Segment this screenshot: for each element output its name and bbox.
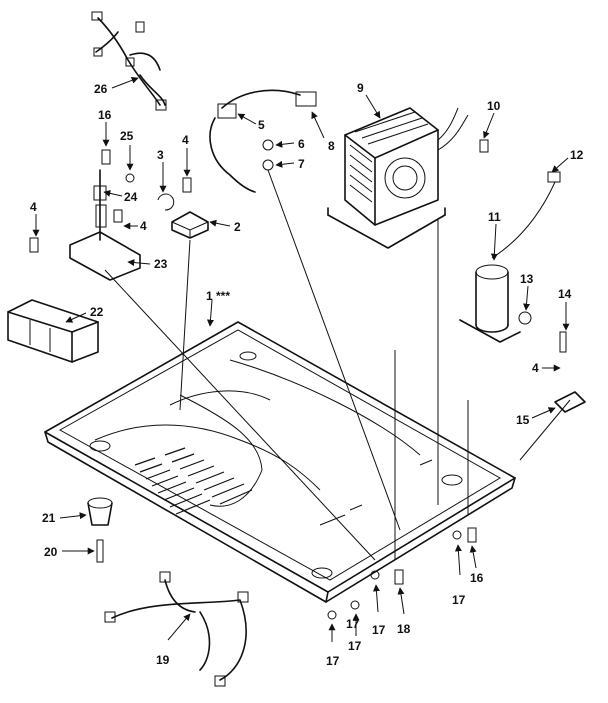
label-6: 6 bbox=[298, 137, 305, 151]
label-2: 2 bbox=[234, 220, 241, 234]
label-12: 12 bbox=[570, 148, 584, 162]
label-23: 23 bbox=[154, 257, 168, 271]
label-24: 24 bbox=[124, 190, 138, 204]
assembly-lines bbox=[104, 169, 571, 561]
label-21: 21 bbox=[42, 511, 56, 525]
base-plate bbox=[44, 321, 516, 603]
label-4a: 4 bbox=[182, 133, 189, 147]
relay-block bbox=[7, 299, 99, 363]
label-17e: 17 bbox=[346, 617, 360, 631]
label-16b: 16 bbox=[470, 571, 484, 585]
callout-arrows bbox=[32, 76, 570, 642]
thermal-switch bbox=[171, 211, 209, 239]
wire-harness-top bbox=[91, 11, 167, 111]
label-4b: 4 bbox=[140, 219, 147, 233]
label-18: 18 bbox=[397, 622, 411, 636]
label-17d: 17 bbox=[326, 654, 340, 668]
label-14: 14 bbox=[558, 287, 572, 301]
label-11: 11 bbox=[488, 210, 501, 224]
label-9: 9 bbox=[357, 81, 364, 95]
label-20: 20 bbox=[44, 545, 58, 559]
wire-harness-bottom bbox=[104, 571, 249, 687]
label-16a: 16 bbox=[98, 108, 112, 122]
switch-bracket bbox=[69, 169, 141, 281]
label-13: 13 bbox=[520, 272, 534, 286]
transformer bbox=[327, 107, 469, 249]
label-10: 10 bbox=[487, 99, 501, 113]
label-17b: 17 bbox=[372, 623, 386, 637]
label-15: 15 bbox=[516, 413, 530, 427]
screw-parts bbox=[29, 139, 532, 620]
label-26: 26 bbox=[94, 82, 108, 96]
label-25: 25 bbox=[120, 129, 134, 143]
rubber-foot bbox=[87, 497, 113, 563]
label-4d: 4 bbox=[532, 361, 539, 375]
label-7: 7 bbox=[298, 157, 305, 171]
label-4c: 4 bbox=[30, 200, 37, 214]
label-17a: 17 bbox=[452, 593, 466, 607]
capacitor bbox=[459, 171, 561, 343]
callout-labels: 1 *** 2 3 4 4 4 4 5 6 7 8 9 10 11 12 13 … bbox=[30, 81, 584, 668]
label-3: 3 bbox=[157, 148, 164, 162]
label-5: 5 bbox=[258, 118, 265, 132]
label-19: 19 bbox=[156, 653, 170, 667]
line-cord bbox=[209, 89, 317, 193]
label-8: 8 bbox=[328, 139, 335, 153]
label-22: 22 bbox=[90, 305, 104, 319]
label-17c: 17 bbox=[348, 639, 362, 653]
label-1: 1 *** bbox=[206, 289, 230, 303]
bracket-right bbox=[554, 331, 586, 413]
